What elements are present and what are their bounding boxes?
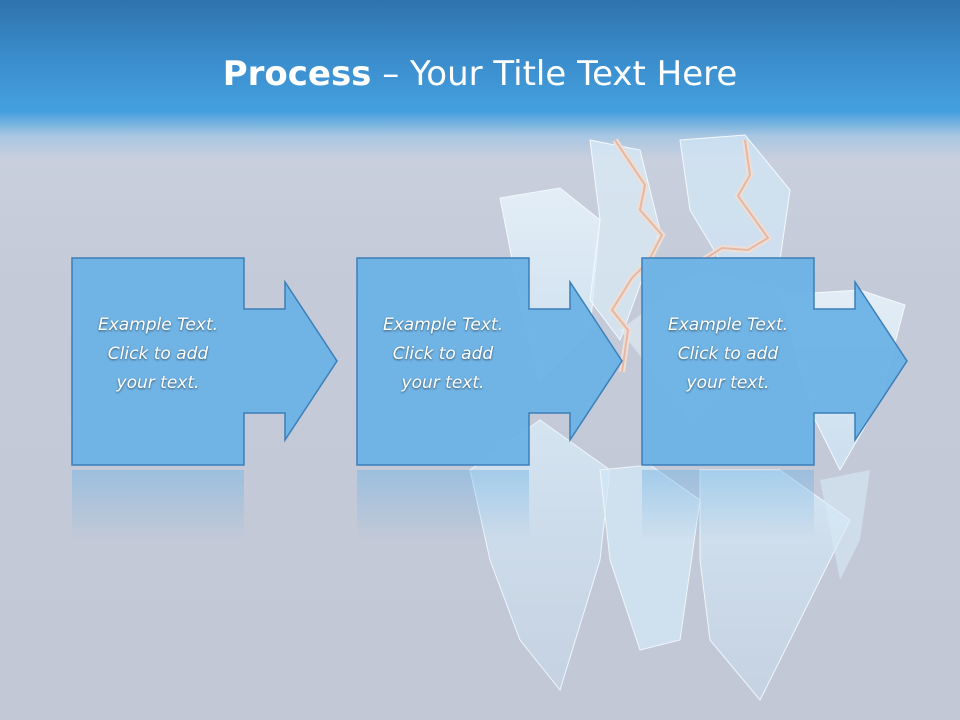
step-reflections — [72, 470, 814, 540]
step-2-shape[interactable] — [356, 257, 623, 466]
step-1-line-3: your text. — [116, 373, 200, 393]
slide-title[interactable]: Process – Your Title Text Here — [0, 52, 960, 96]
step-1-shape[interactable] — [71, 257, 338, 466]
step-2-line-3: your text. — [401, 373, 485, 393]
process-step-2[interactable] — [356, 257, 623, 466]
step-3-line-1: Example Text. — [667, 315, 789, 335]
step-1-line-2: Click to add — [107, 344, 209, 364]
step-1-line-1: Example Text. — [97, 315, 219, 335]
process-step-3[interactable] — [641, 257, 908, 466]
step-3-text[interactable]: Example Text. Click to add your text. — [642, 311, 814, 398]
step-2-line-1: Example Text. — [382, 315, 504, 335]
step-3-line-3: your text. — [686, 373, 770, 393]
step-2-text[interactable]: Example Text. Click to add your text. — [357, 311, 529, 398]
step-3-shape[interactable] — [641, 257, 908, 466]
title-bar — [0, 0, 960, 160]
title-rest: – Your Title Text Here — [371, 54, 738, 94]
step-2-line-2: Click to add — [392, 344, 494, 364]
title-bold: Process — [222, 54, 372, 94]
step-1-text[interactable]: Example Text. Click to add your text. — [72, 311, 244, 398]
process-step-1[interactable] — [71, 257, 338, 466]
step-3-line-2: Click to add — [677, 344, 779, 364]
